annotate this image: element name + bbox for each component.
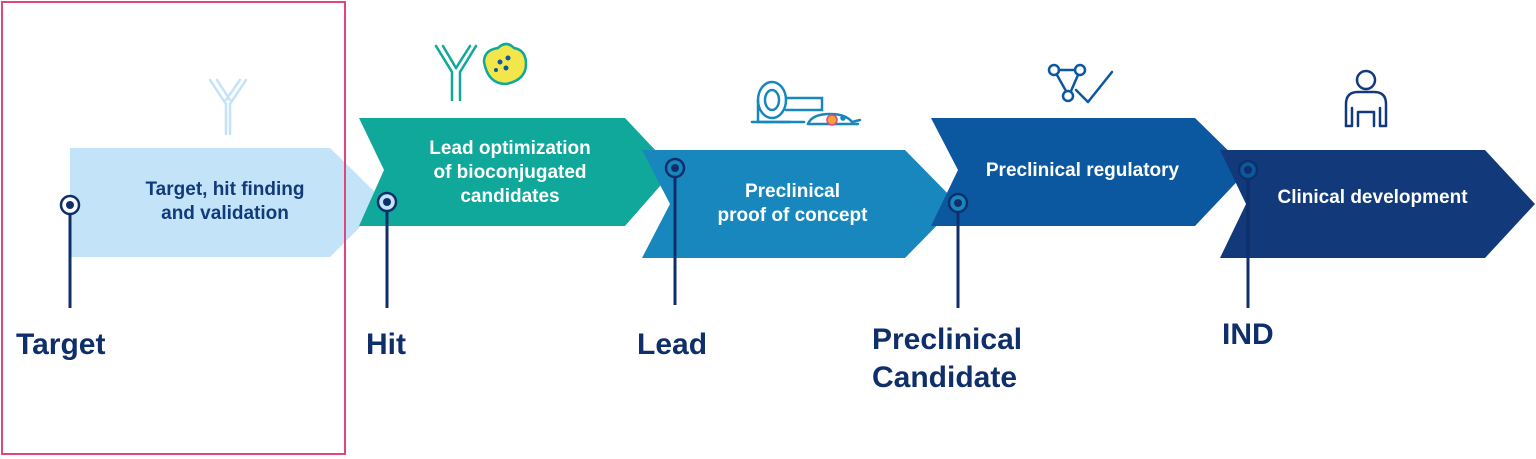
milestone-marker-hit bbox=[376, 191, 398, 308]
milestone-marker-lead bbox=[664, 157, 686, 305]
milestone-label-hit: Hit bbox=[366, 328, 406, 361]
milestone-marker-preclinical-candidate bbox=[947, 192, 969, 308]
antibody-cell-icon bbox=[434, 42, 528, 102]
milestone-marker-target bbox=[59, 194, 81, 308]
scanner-mouse-icon bbox=[750, 80, 862, 126]
stage-arrow-clinical bbox=[1220, 150, 1535, 258]
highlight-box bbox=[1, 1, 346, 455]
milestone-label-lead: Lead bbox=[637, 328, 708, 361]
milestone-marker-ind bbox=[1237, 159, 1259, 308]
stage-label-preclinical-regulatory: Preclinical regulatory bbox=[985, 160, 1180, 181]
stage-label-lead-optimization: Lead optimization of bioconjugated candi… bbox=[429, 138, 591, 207]
person-icon bbox=[1344, 69, 1388, 128]
stage-label-clinical: Clinical development bbox=[1277, 187, 1468, 208]
mouse-tumor-dot bbox=[826, 114, 838, 126]
milestone-label-preclinical-candidate: Preclinical Candidate bbox=[872, 323, 1023, 394]
network-check-icon bbox=[1047, 63, 1114, 104]
milestone-label-ind: IND bbox=[1222, 318, 1274, 351]
stage-label-preclinical-poc: Preclinical proof of concept bbox=[717, 181, 868, 226]
milestone-label-target: Target bbox=[16, 328, 106, 361]
stage-arrow-target bbox=[70, 148, 385, 257]
antibody-icon bbox=[208, 78, 248, 136]
stage-arrow-lead-optimization bbox=[359, 118, 674, 226]
stage-arrow-preclinical-regulatory bbox=[931, 118, 1248, 226]
stage-label-target: Target, hit finding and validation bbox=[145, 179, 305, 224]
stage-arrow-preclinical-poc bbox=[642, 150, 958, 258]
